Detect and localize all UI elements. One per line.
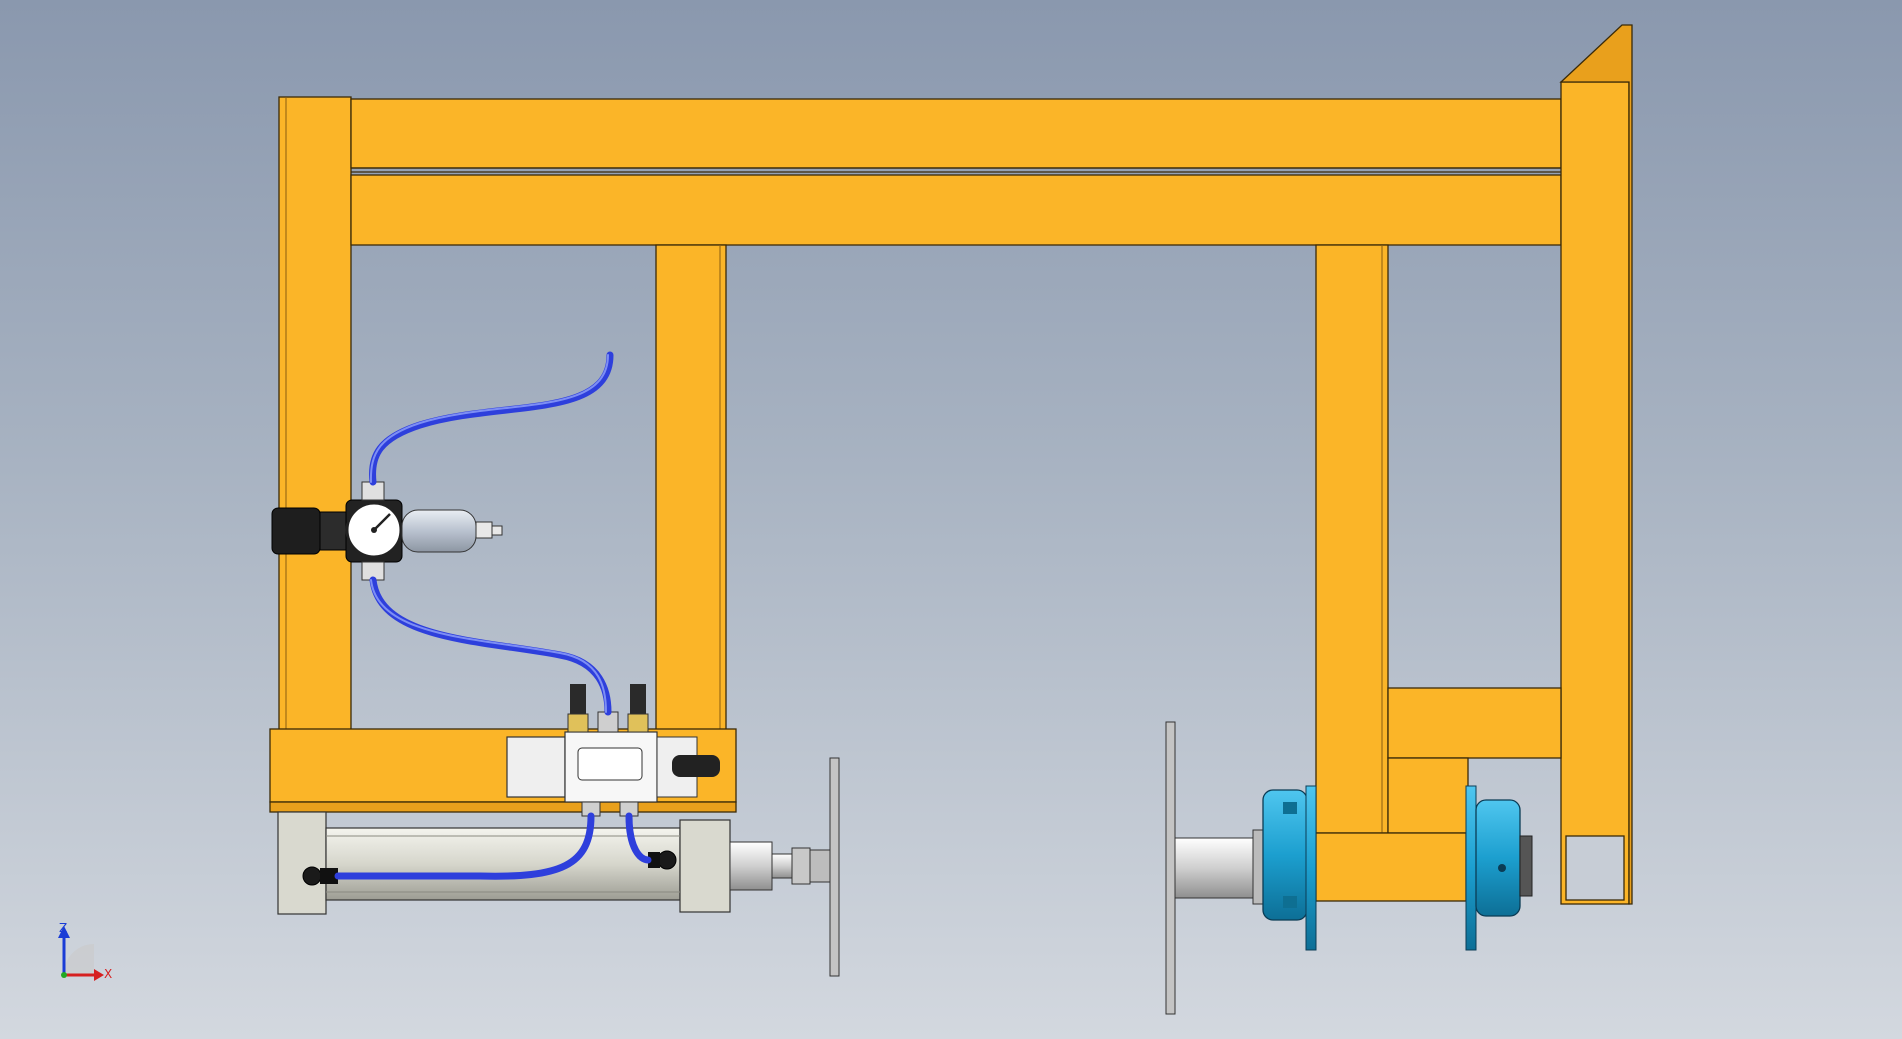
solenoid-valve: [506, 684, 720, 817]
coupling-flange-left: [1305, 785, 1317, 951]
left-disc-plate: [829, 757, 840, 977]
drive-shaft: [1174, 837, 1254, 899]
valve-window: [577, 747, 643, 781]
cylinder-end-cap-right: [679, 819, 731, 913]
frame-right-post-hollow: [1565, 835, 1625, 901]
cylinder-rod-nut: [791, 847, 811, 885]
valve-coil: [506, 736, 566, 798]
cylinder-rod-boss: [729, 841, 773, 891]
regulator-knob: [271, 507, 321, 555]
cylinder-port-right-icon: [657, 850, 677, 870]
hose-supply: [369, 351, 614, 486]
frame-right-small-block: [1387, 757, 1469, 834]
valve-muffler-left-icon: [570, 684, 586, 714]
cylinder-port-left-icon: [302, 866, 322, 886]
frame-top-beam-upper: [350, 98, 1562, 169]
frame-right-crossbar: [1387, 687, 1562, 759]
hose-valve-to-cylinder-right: [625, 812, 652, 864]
frame-bottom-right-bar: [1315, 832, 1467, 902]
hose-valve-to-cylinder-left: [334, 812, 595, 880]
x-axis-label: X: [104, 967, 112, 981]
cylinder-rod: [771, 853, 793, 879]
frame-top-beam-lower: [350, 174, 1562, 246]
coupling-hub-right: [1475, 799, 1521, 917]
z-axis-label: Z: [59, 921, 67, 935]
valve-manual-override-icon: [672, 755, 720, 777]
frame-lower-left-plate: [269, 801, 737, 813]
frame-left-post: [278, 96, 352, 808]
right-disc-plate: [1165, 721, 1176, 1015]
frame-mid-left-post: [655, 244, 727, 811]
coupling-flange-right: [1465, 785, 1477, 951]
steel-frame: [269, 24, 1633, 905]
axis-triad: Z X: [58, 921, 112, 981]
cylinder-barrel: [325, 827, 681, 901]
regulator-filter-bowl: [401, 509, 477, 553]
frame-right-post-top: [1559, 24, 1633, 905]
pneumatic-cylinder: [277, 757, 840, 977]
cylinder-end-cap-left: [277, 811, 327, 915]
frame-mid-right-post: [1315, 244, 1389, 834]
coupling-assembly: [1165, 721, 1533, 1015]
filter-regulator: [271, 481, 503, 581]
valve-muffler-right-icon: [630, 684, 646, 714]
frame-right-post: [1560, 81, 1630, 905]
